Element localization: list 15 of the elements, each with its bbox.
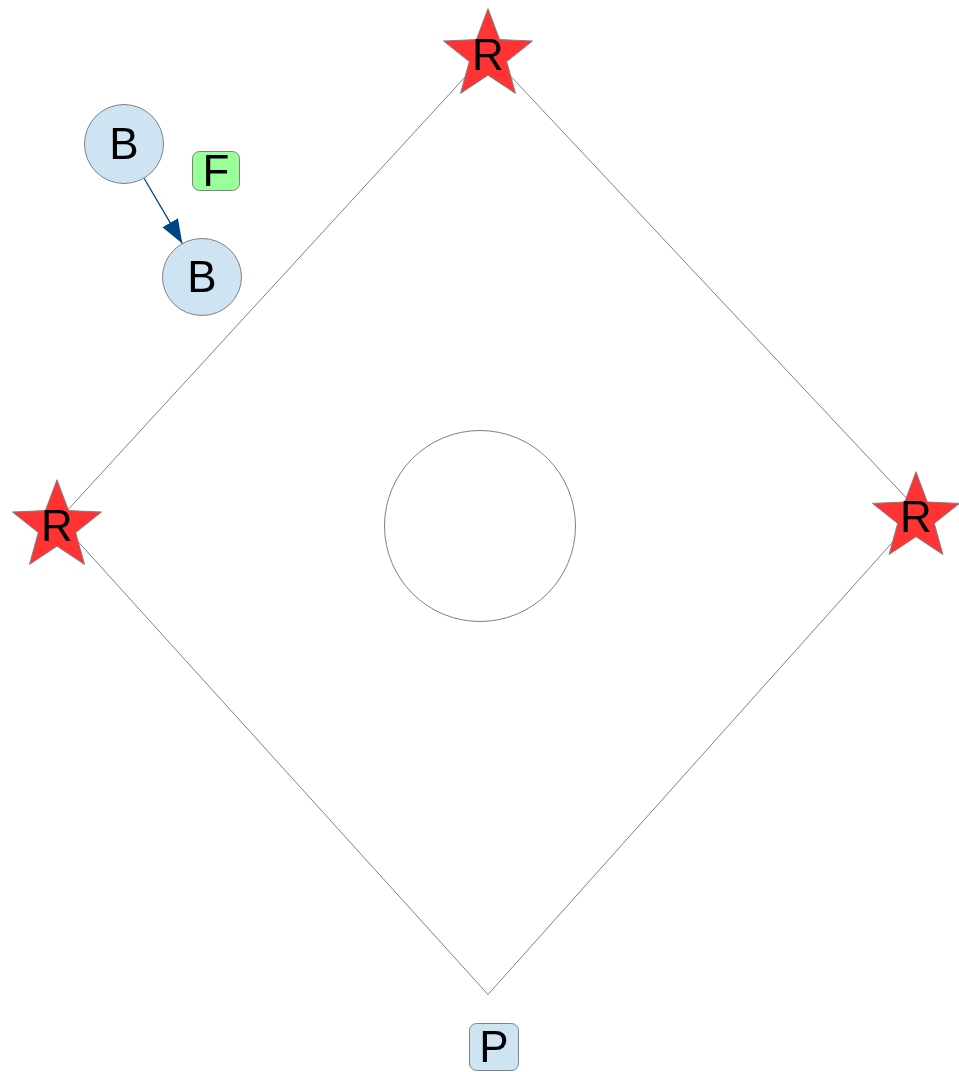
node-label: F [202, 149, 230, 193]
circle-node [162, 238, 242, 316]
circle-node [84, 104, 164, 184]
node-label: R [472, 33, 504, 77]
node-label: B [109, 122, 139, 166]
circle-shape [384, 430, 576, 622]
node-label: R [900, 495, 932, 539]
arrow [143, 177, 183, 245]
node-label: P [479, 1025, 509, 1069]
star-shape [872, 468, 959, 558]
node-label: R [41, 504, 73, 548]
rounded-box [469, 1023, 519, 1071]
star-shape [440, 6, 536, 96]
node-label: B [187, 255, 217, 299]
rounded-box [192, 151, 240, 191]
